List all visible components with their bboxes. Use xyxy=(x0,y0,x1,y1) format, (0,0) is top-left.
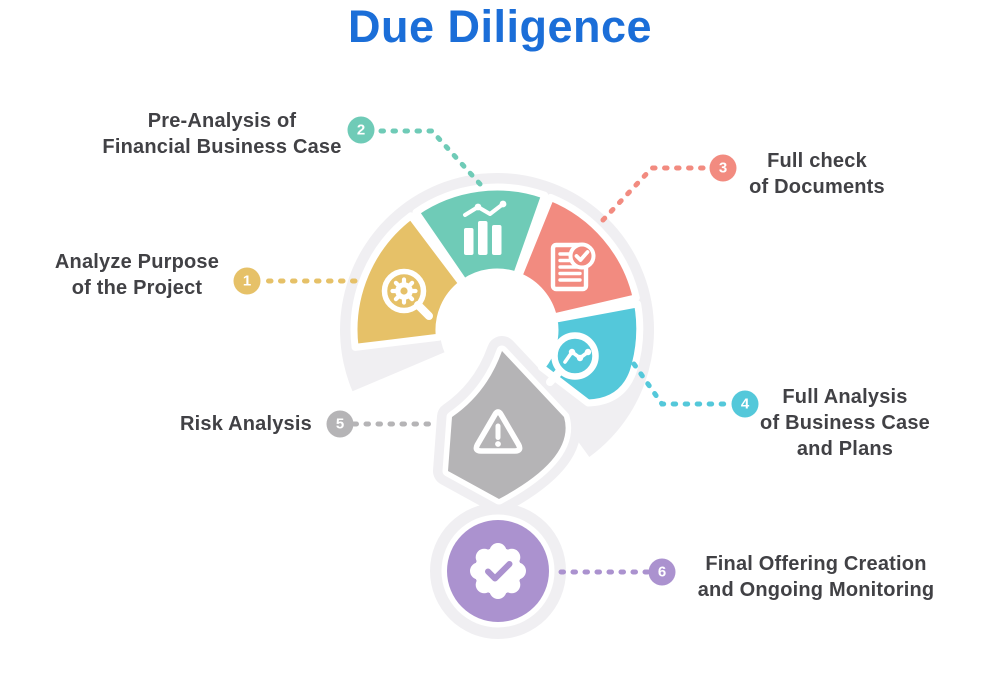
step-3-badge: 3 xyxy=(709,154,737,182)
document-check-icon xyxy=(550,242,596,292)
connector-3 xyxy=(600,165,711,223)
step-3-label: Full check of Documents xyxy=(749,150,885,198)
step-5-badge: 5 xyxy=(326,410,354,438)
step-1-label: Analyze Purpose of the Project xyxy=(54,251,220,299)
step-6-badge: 6 xyxy=(648,558,676,586)
rosette-check-icon xyxy=(470,543,526,599)
segment-1-analyze-purpose xyxy=(350,212,466,351)
step-4-badge: 4 xyxy=(731,390,759,418)
step-4-label: Full Analysis of Business Case and Plans xyxy=(760,386,930,460)
page-title: Due Diligence xyxy=(347,1,653,52)
magnifier-chart-icon xyxy=(544,332,599,386)
step-5-label: Risk Analysis xyxy=(180,413,312,435)
connector-4 xyxy=(631,361,733,407)
bar-chart-trend-icon xyxy=(463,200,507,255)
step-2-badge: 2 xyxy=(347,116,375,144)
step-2-label: Pre-Analysis of Financial Business Case xyxy=(102,110,342,158)
magnifier-gear-icon xyxy=(381,268,433,320)
warning-triangle-icon xyxy=(473,409,523,454)
step-1-badge: 1 xyxy=(233,267,261,295)
connector-2 xyxy=(374,128,483,187)
step-6-label: Final Offering Creation and Ongoing Moni… xyxy=(697,553,935,601)
